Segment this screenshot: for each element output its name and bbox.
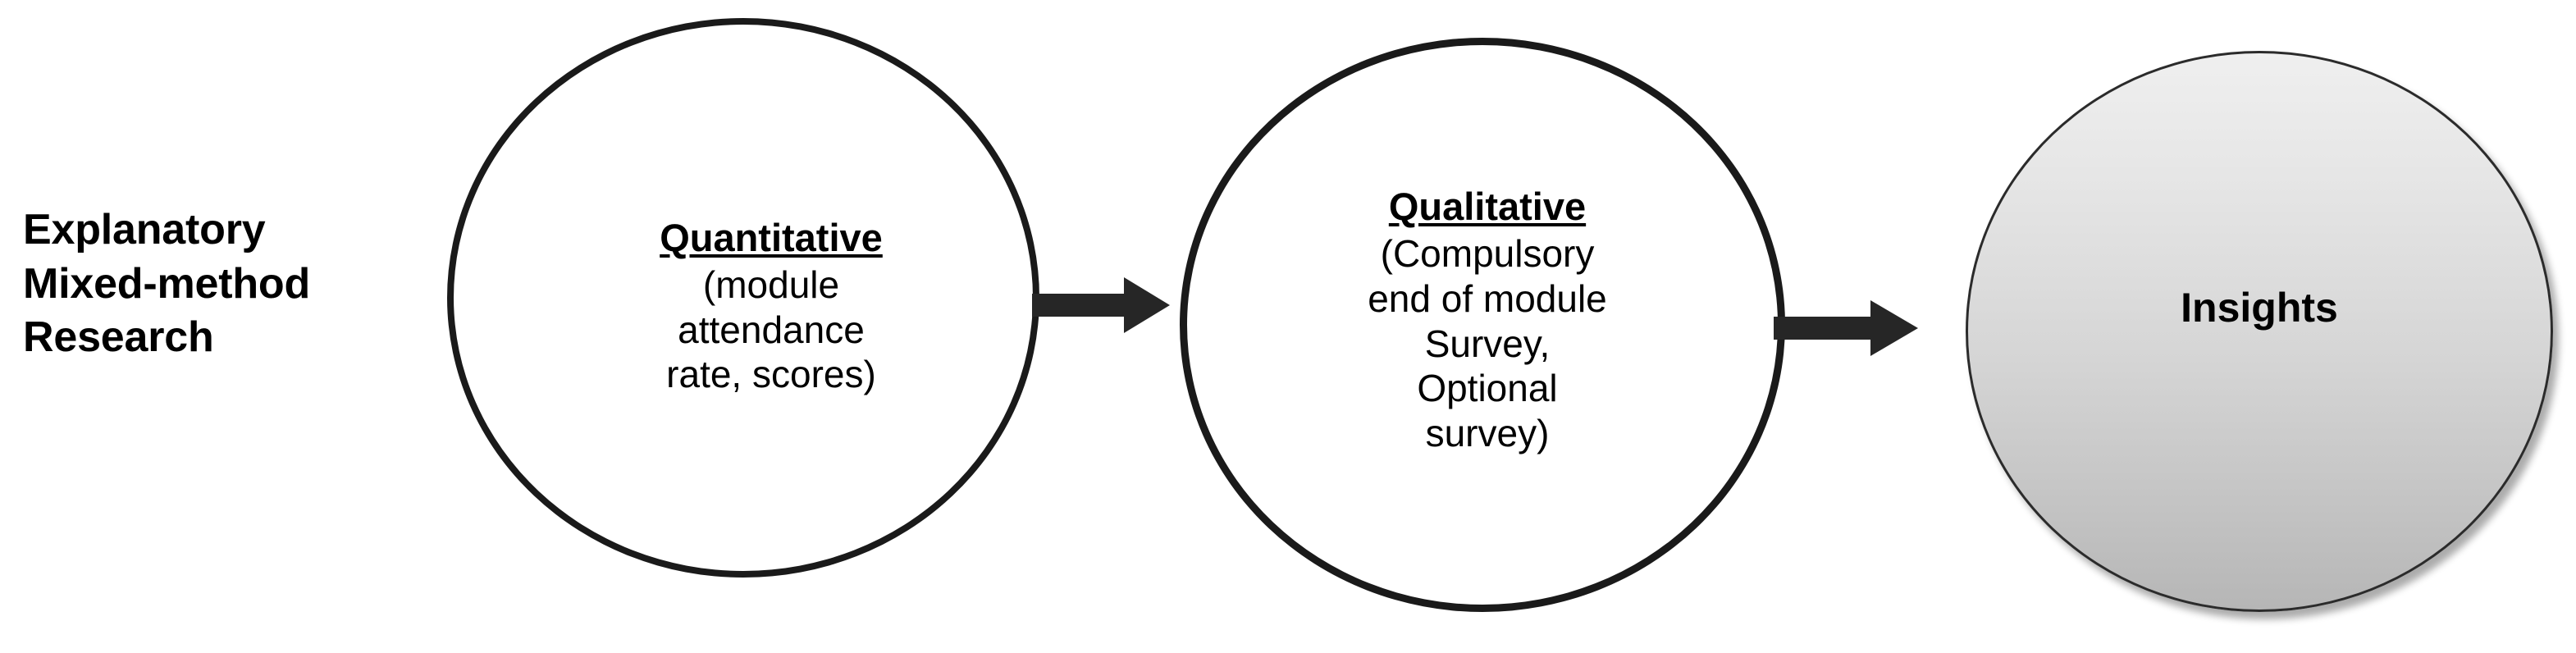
node-quantitative-text: Quantitative (module attendance rate, sc… <box>660 215 883 397</box>
node-qualitative-body-line-2: end of module <box>1368 276 1607 320</box>
node-qualitative-body: (Compulsory end of module Survey, Option… <box>1368 231 1607 456</box>
stage-label: Explanatory Mixed-method Research <box>23 203 311 365</box>
node-quantitative-body: (module attendance rate, scores) <box>660 263 883 397</box>
node-qualitative-body-line-1: (Compulsory <box>1380 232 1595 276</box>
node-qualitative-body-line-5: survey) <box>1425 412 1550 455</box>
node-insights-text: Insights <box>2181 285 2338 331</box>
node-qualitative-heading: Qualitative <box>1388 185 1587 229</box>
node-quantitative[interactable]: Quantitative (module attendance rate, sc… <box>447 18 1039 578</box>
node-quantitative-body-line-2: attendance <box>678 308 865 351</box>
arrow-quantitative-to-qualitative-icon <box>1032 277 1173 333</box>
node-qualitative-text: Qualitative (Compulsory end of module Su… <box>1368 184 1607 456</box>
arrow-qualitative-to-insights-icon <box>1774 300 1921 356</box>
stage-label-line-3: Research <box>23 313 214 362</box>
node-qualitative-body-line-4: Optional <box>1417 367 1558 410</box>
node-quantitative-body-line-3: rate, scores) <box>666 353 876 396</box>
stage-label-line-2: Mixed-method <box>23 259 311 308</box>
stage-label-line-1: Explanatory <box>23 206 266 253</box>
node-quantitative-body-line-1: (module <box>702 263 840 306</box>
node-qualitative[interactable]: Qualitative (Compulsory end of module Su… <box>1180 38 1785 612</box>
node-quantitative-heading: Quantitative <box>660 215 883 259</box>
node-insights[interactable]: Insights <box>1966 51 2553 612</box>
node-qualitative-body-line-3: Survey, <box>1424 322 1551 365</box>
